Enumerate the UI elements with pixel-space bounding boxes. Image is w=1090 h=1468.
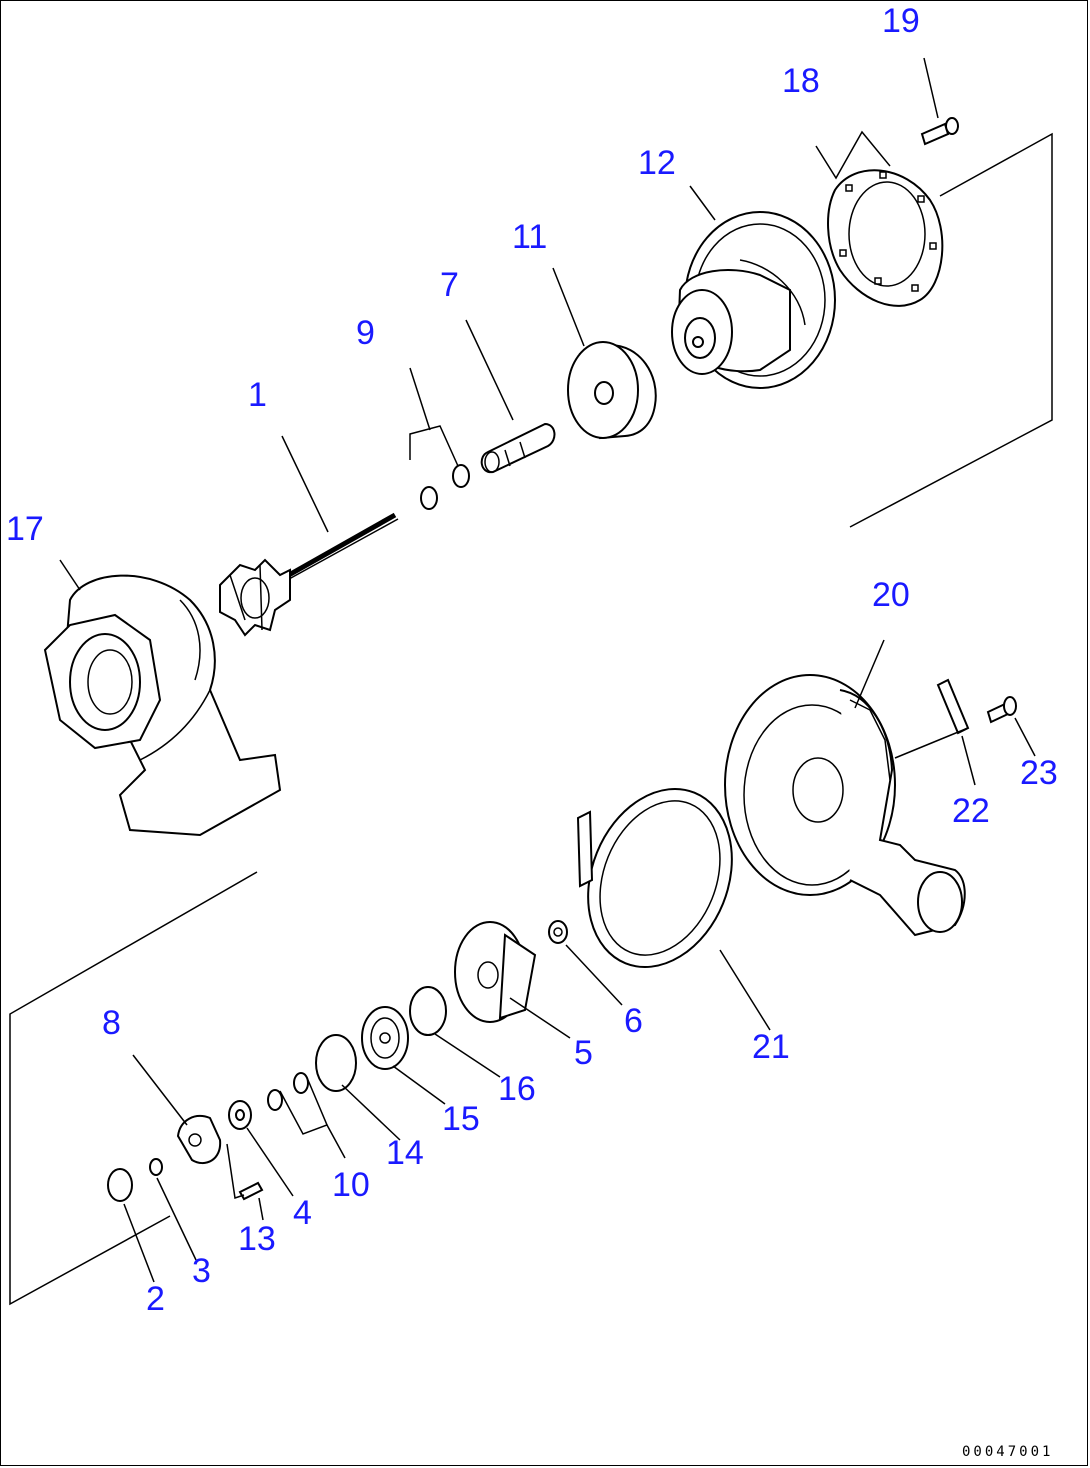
nut: [548, 920, 568, 944]
callout-23: 23: [1020, 754, 1058, 792]
compressor-wheel: [454, 921, 537, 1023]
callout-17: 17: [6, 510, 44, 548]
callout-16: 16: [498, 1070, 536, 1108]
callout-19: 19: [882, 2, 920, 40]
callout-10: 10: [332, 1166, 370, 1204]
thrust-rings: [267, 1072, 309, 1111]
callout-12: 12: [638, 144, 676, 182]
callout-15: 15: [442, 1100, 480, 1138]
thrust-bearing: [176, 1115, 222, 1165]
gasket: [827, 169, 944, 307]
callout-18: 18: [782, 62, 820, 100]
turbine-housing: [43, 574, 282, 837]
leader-lines: [59, 57, 1036, 1283]
seal-plate: [567, 341, 657, 440]
seal-ring: [576, 787, 733, 969]
callout-9: 9: [356, 314, 375, 352]
compressor-cover: [724, 674, 966, 937]
callout-8: 8: [102, 1004, 121, 1042]
insert: [361, 1006, 409, 1070]
snap-rings: [420, 464, 470, 510]
callout-4: 4: [293, 1194, 312, 1232]
callout-21: 21: [752, 1028, 790, 1066]
bolt-23: [986, 696, 1017, 724]
bearing-sleeve: [480, 422, 556, 474]
callout-20: 20: [872, 576, 910, 614]
callout-7: 7: [440, 266, 459, 304]
callout-11: 11: [512, 218, 547, 256]
callout-5: 5: [574, 1034, 593, 1072]
center-housing: [671, 211, 836, 389]
figure-number: 00047001: [962, 1444, 1053, 1460]
o-ring: [315, 1034, 357, 1092]
callouts: 1 2 3 4 5 6 7 8 9 10 11 12 13 14 15 16 1…: [6, 2, 1058, 1318]
callout-3: 3: [192, 1252, 211, 1290]
callout-14: 14: [386, 1134, 424, 1172]
small-nut: [149, 1158, 163, 1176]
turbine-wheel-shaft: [219, 512, 399, 637]
callout-2: 2: [146, 1280, 165, 1318]
thrust-collar: [228, 1100, 252, 1130]
assembly-boundary: [9, 132, 1053, 1306]
snap-ring-16: [409, 986, 447, 1036]
callout-6: 6: [624, 1002, 643, 1040]
bolt-19: [920, 117, 959, 146]
callout-13: 13: [238, 1220, 276, 1258]
pin-13: [238, 1181, 264, 1201]
callout-1: 1: [248, 376, 267, 414]
pin-22: [936, 678, 970, 735]
callout-22: 22: [952, 792, 990, 830]
washer: [107, 1168, 133, 1202]
